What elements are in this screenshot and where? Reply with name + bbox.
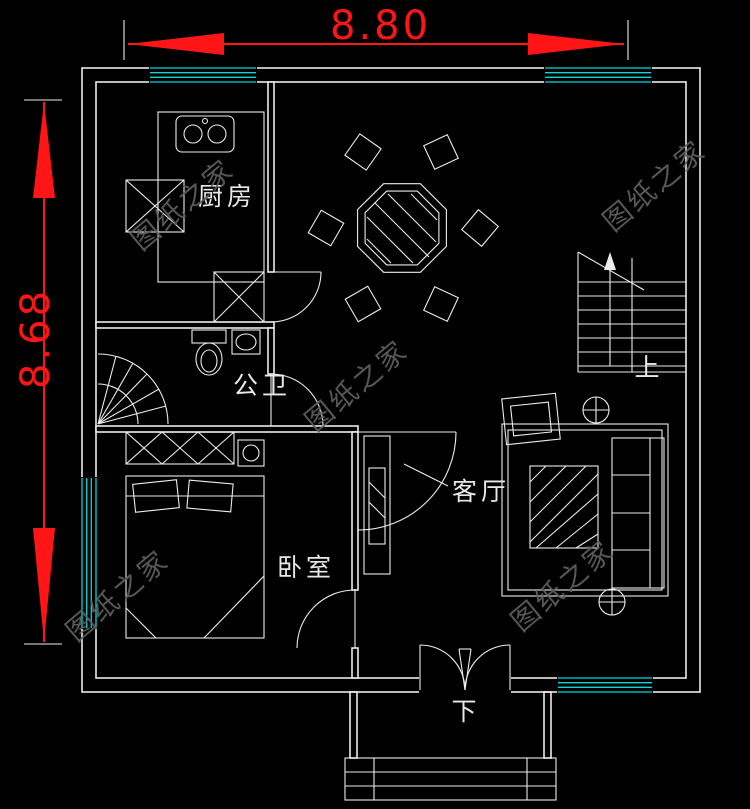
label-kitchen: 厨房	[197, 182, 256, 211]
entry-steps	[344, 757, 557, 801]
stairs	[577, 251, 686, 373]
inner-wall-outline	[95, 81, 687, 679]
bathroom-door	[270, 373, 324, 427]
bedroom-door	[296, 589, 356, 649]
wardrobe	[125, 431, 235, 465]
bedside-table	[237, 439, 265, 467]
living-room-furniture	[363, 392, 669, 616]
label-stairs-up: 上	[634, 353, 664, 382]
stairs-up-arrow-icon	[604, 252, 616, 366]
dimension-width-label: 8.80	[330, 3, 432, 49]
label-leader-line	[403, 463, 449, 487]
floor-lamp-bottom	[598, 588, 626, 616]
dining-table	[357, 183, 447, 273]
kitchen-column-hatch	[213, 271, 265, 323]
arrow-up-icon	[33, 102, 55, 198]
label-entry-down: 下	[451, 697, 481, 726]
corner-shower-fan	[97, 353, 169, 425]
kitchen-sink	[175, 115, 235, 153]
arrow-down-icon	[33, 528, 55, 642]
windows	[81, 67, 652, 693]
outer-wall-outline	[81, 67, 701, 693]
window-bedroom	[81, 478, 97, 628]
dimension-left	[24, 99, 62, 645]
arrow-left-icon	[128, 33, 224, 55]
entry-double-door	[419, 644, 511, 691]
kitchen-stove	[125, 179, 185, 233]
coffee-table	[529, 465, 599, 549]
outer-walls	[81, 67, 701, 693]
rug	[501, 423, 669, 597]
bedroom-furniture	[125, 431, 265, 639]
armchair	[501, 392, 561, 446]
toilet	[191, 329, 227, 376]
tv-cabinet	[363, 435, 391, 575]
bathroom-fixtures	[97, 329, 261, 425]
kitchen-counter	[157, 111, 265, 283]
rug-inner	[507, 429, 663, 591]
dining-set	[307, 133, 500, 323]
dimension-height-label: 8.68	[13, 287, 59, 389]
window-living	[558, 677, 652, 693]
label-living-room: 客厅	[451, 477, 510, 506]
label-bathroom: 公卫	[232, 371, 291, 400]
label-bedroom: 卧室	[276, 553, 335, 582]
bed	[125, 475, 265, 639]
stair-break-line	[577, 251, 645, 291]
living-door-swing	[357, 431, 457, 531]
washbasin	[231, 329, 261, 355]
arrow-right-icon	[528, 33, 624, 55]
dining-chairs	[307, 133, 500, 323]
sofa	[611, 437, 665, 589]
doors	[270, 271, 511, 691]
kitchen-door	[270, 271, 322, 323]
dimension-top	[123, 20, 629, 60]
window-kitchen	[150, 67, 256, 83]
kitchen-furniture	[125, 111, 265, 323]
floor-lamp-top	[582, 396, 610, 424]
window-dining	[545, 67, 651, 83]
